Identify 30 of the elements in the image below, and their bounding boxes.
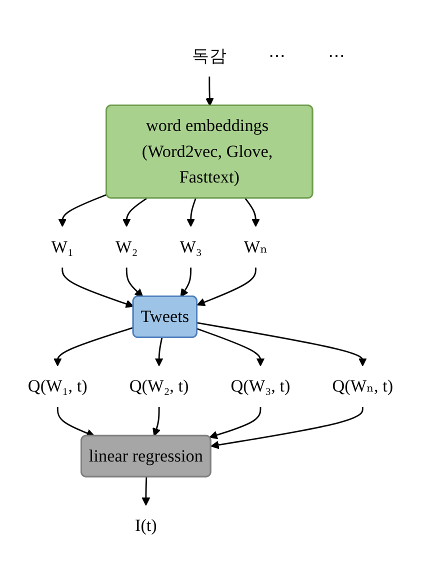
arrow xyxy=(58,193,108,226)
node-text: W₂ xyxy=(115,236,138,256)
arrow xyxy=(53,326,134,366)
node-text: I(t) xyxy=(134,515,157,534)
arrow xyxy=(62,267,134,308)
node-text: Q(W₁, t) xyxy=(28,376,88,396)
arrow xyxy=(244,197,260,226)
arrow xyxy=(142,476,150,506)
node-text: 독감 xyxy=(192,46,227,65)
node-text: ⋯ xyxy=(328,46,345,65)
arrow xyxy=(186,198,196,226)
node-text: Wₙ xyxy=(244,236,268,256)
node-text: ⋯ xyxy=(268,46,286,65)
node-text: W₃ xyxy=(180,236,202,256)
arrow xyxy=(197,322,367,366)
arrow xyxy=(56,406,95,437)
arrow xyxy=(210,406,364,449)
arrow xyxy=(180,267,192,297)
node-text: Q(W₂, t) xyxy=(129,376,189,396)
arrow xyxy=(122,197,148,226)
node-text: W₁ xyxy=(51,236,74,256)
node-text: Q(Wₙ, t) xyxy=(332,376,394,396)
arrow xyxy=(205,76,214,106)
arrow xyxy=(196,267,256,306)
node-text: Q(W₃, t) xyxy=(230,376,290,396)
arrow xyxy=(126,267,144,297)
arrow xyxy=(197,328,265,366)
arrow xyxy=(209,406,262,439)
arrow xyxy=(154,337,164,366)
arrow xyxy=(152,406,161,436)
